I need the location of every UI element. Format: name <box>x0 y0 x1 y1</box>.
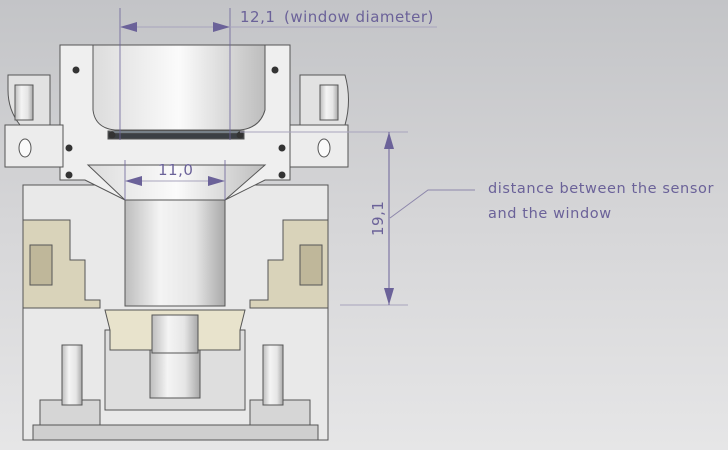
sensor-window-distance-value: 19,1 <box>369 201 387 236</box>
base-plate <box>32 424 319 441</box>
screw-hole-left <box>18 138 32 158</box>
window-diameter-label: (window diameter) <box>284 8 434 26</box>
annotation-leader <box>389 189 475 219</box>
annotation-line-1: distance between the sensor <box>488 181 715 197</box>
window-cup <box>92 44 266 131</box>
aperture-diameter-value: 11,0 <box>158 161 193 179</box>
o-rings <box>65 66 286 179</box>
screw-hole-right <box>317 138 331 158</box>
beige-mount-left <box>22 219 101 309</box>
arrow-left-icon <box>120 22 137 32</box>
optical-tube <box>124 197 226 307</box>
annotation-line-2: and the window <box>488 206 612 222</box>
dimension-lines <box>119 8 475 306</box>
arrow-right-icon <box>213 22 230 32</box>
post-right <box>262 344 284 406</box>
beige-mount-right <box>249 219 329 309</box>
post-left <box>61 344 83 406</box>
camera-housing <box>4 44 349 441</box>
window-diameter-value: 12,1 <box>240 8 275 26</box>
